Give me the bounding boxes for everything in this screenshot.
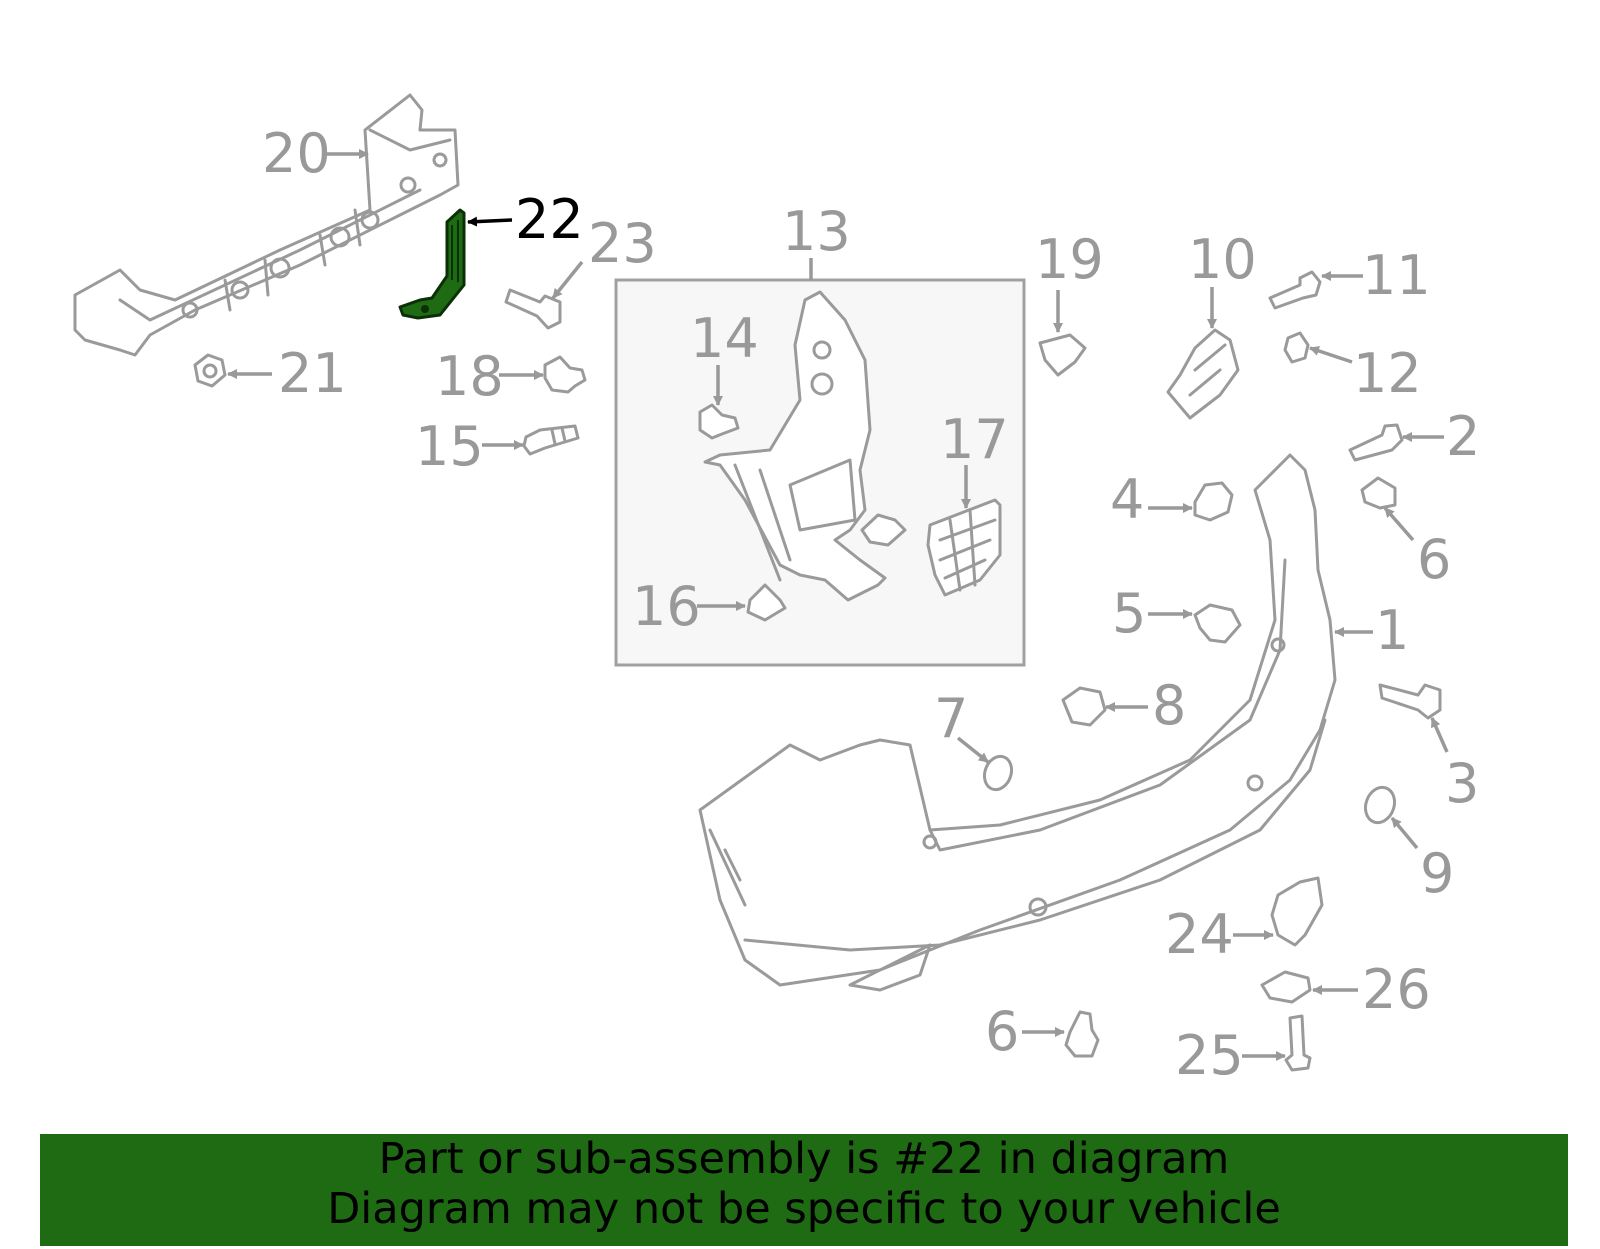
assembly-box-13 bbox=[614, 278, 1026, 667]
callout-4: 4 bbox=[1110, 468, 1144, 531]
callout-23: 23 bbox=[588, 212, 657, 275]
grille-17 bbox=[926, 498, 1002, 597]
screw-11 bbox=[1268, 270, 1322, 310]
banner-line-1: Part or sub-assembly is #22 in diagram bbox=[378, 1134, 1230, 1184]
retainer-5 bbox=[1193, 603, 1242, 644]
callout-13: 13 bbox=[782, 200, 851, 263]
clip-in-box bbox=[860, 513, 907, 547]
callout-9: 9 bbox=[1420, 842, 1454, 905]
bumper-reinforcement-beam bbox=[73, 93, 460, 357]
callout-10: 10 bbox=[1188, 228, 1257, 291]
callout-8: 8 bbox=[1152, 674, 1186, 737]
bracket-10 bbox=[1166, 328, 1240, 420]
clip-26 bbox=[1260, 970, 1312, 1004]
callout-26: 26 bbox=[1362, 958, 1431, 1021]
callout-16: 16 bbox=[632, 575, 701, 638]
bolt-23 bbox=[504, 288, 562, 330]
callout-15: 15 bbox=[415, 415, 484, 478]
screw-15 bbox=[522, 424, 580, 456]
banner-line-2: Diagram may not be specific to your vehi… bbox=[327, 1184, 1281, 1234]
nut-21 bbox=[193, 353, 227, 388]
plug-9 bbox=[1363, 785, 1397, 825]
nut-16 bbox=[746, 583, 787, 622]
info-banner: Part or sub-assembly is #22 in diagram D… bbox=[40, 1134, 1568, 1246]
callout-19: 19 bbox=[1035, 228, 1104, 291]
callout-1: 1 bbox=[1375, 599, 1409, 662]
plug-7 bbox=[982, 754, 1014, 792]
clip-14 bbox=[698, 403, 740, 440]
callout-7: 7 bbox=[934, 687, 968, 750]
nut-12 bbox=[1283, 331, 1310, 364]
callout-18: 18 bbox=[435, 345, 504, 408]
callout-17: 17 bbox=[940, 408, 1009, 471]
callout-21: 21 bbox=[278, 342, 347, 405]
bolt-25 bbox=[1284, 1014, 1312, 1072]
callout-6-lower: 6 bbox=[985, 1000, 1019, 1063]
callout-25: 25 bbox=[1175, 1024, 1244, 1087]
callout-12: 12 bbox=[1353, 342, 1422, 405]
retainer-4 bbox=[1193, 481, 1234, 522]
bracket-24 bbox=[1270, 876, 1324, 947]
callout-24: 24 bbox=[1165, 903, 1234, 966]
callout-3: 3 bbox=[1445, 752, 1479, 815]
clip-8 bbox=[1061, 686, 1107, 727]
callout-11: 11 bbox=[1362, 244, 1431, 307]
callout-6-upper: 6 bbox=[1417, 528, 1451, 591]
screw-3 bbox=[1378, 683, 1442, 720]
highlighted-bracket-22 bbox=[398, 208, 466, 320]
screw-2 bbox=[1348, 423, 1404, 462]
callout-20: 20 bbox=[262, 122, 331, 185]
callout-2: 2 bbox=[1446, 405, 1480, 468]
callout-14: 14 bbox=[690, 307, 759, 370]
callout-5: 5 bbox=[1112, 582, 1146, 645]
clip-19 bbox=[1038, 333, 1087, 377]
clip-6-lower bbox=[1064, 1010, 1100, 1058]
clip-18 bbox=[543, 355, 587, 394]
leader-arrows bbox=[227, 149, 1449, 1061]
callout-22: 22 bbox=[515, 188, 584, 251]
bumper-cover-1 bbox=[698, 453, 1337, 992]
clip-6-upper bbox=[1360, 476, 1397, 510]
